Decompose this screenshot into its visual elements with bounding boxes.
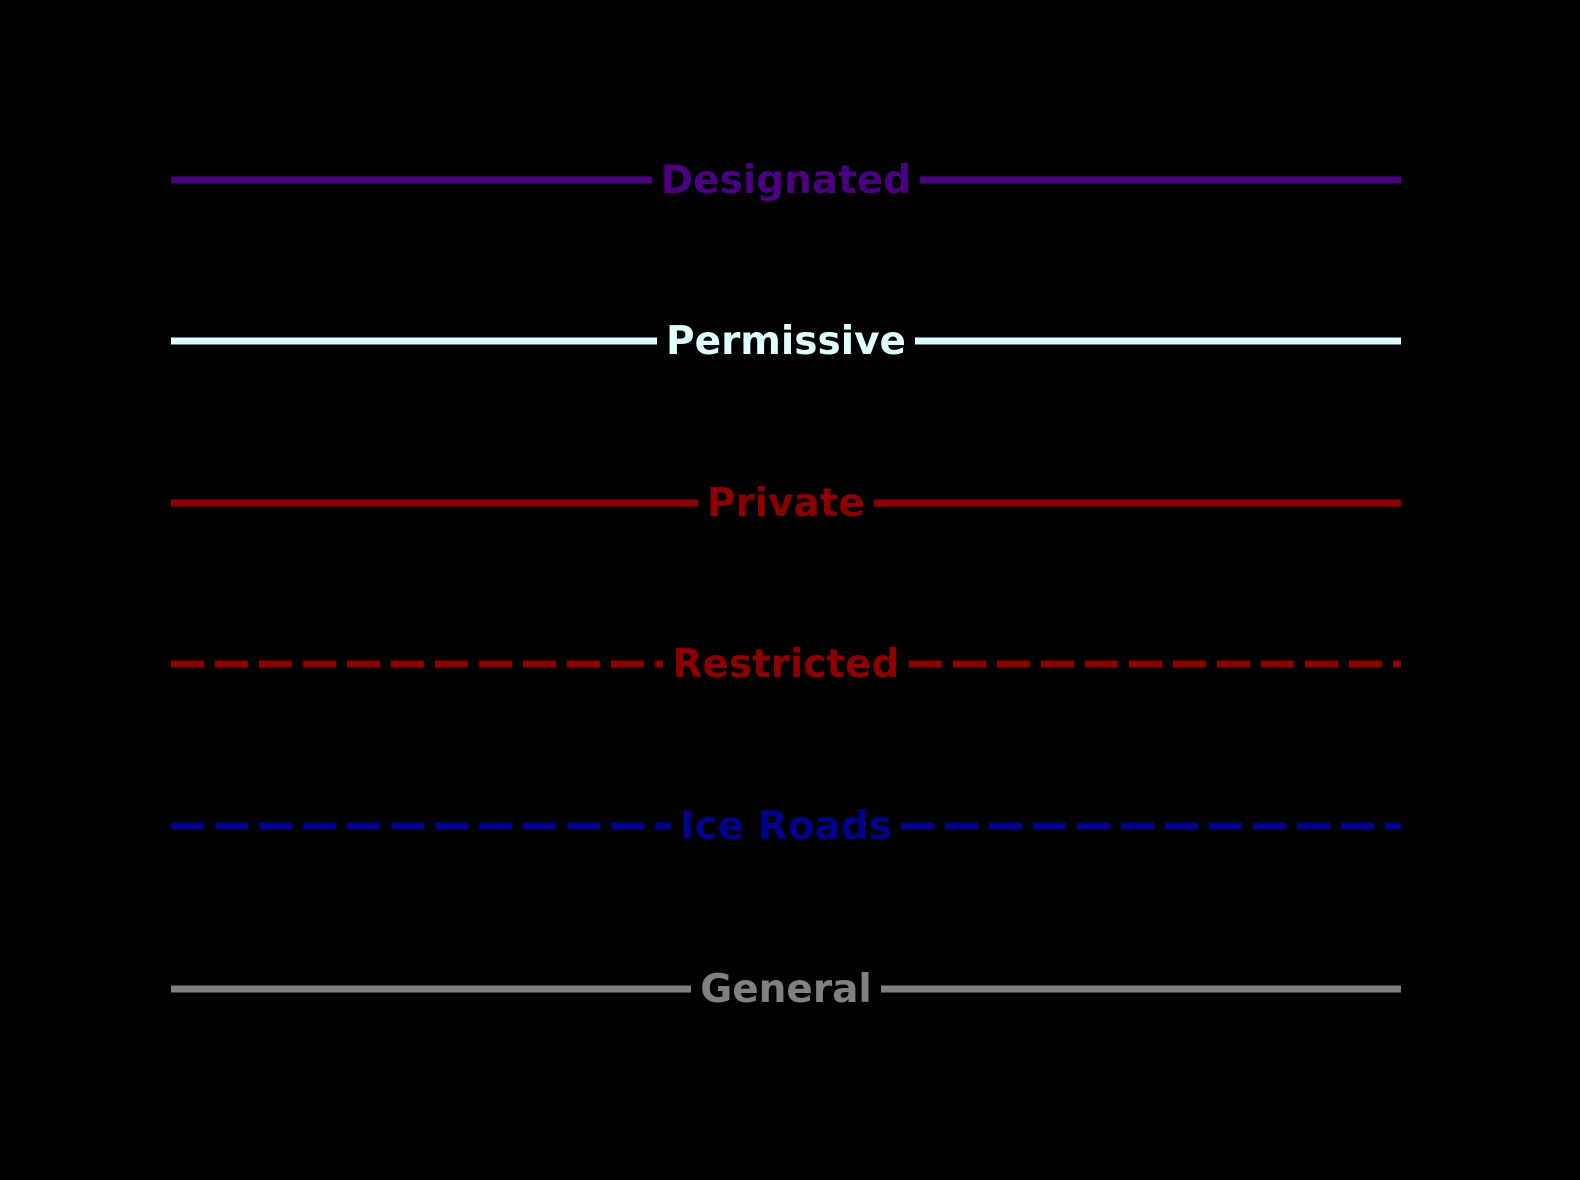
legend-label-general: General xyxy=(700,966,872,1012)
legend-label-ice-roads: Ice Roads xyxy=(680,803,892,849)
legend-row-restricted: Restricted xyxy=(171,634,1401,694)
legend-row-general: General xyxy=(171,959,1401,1019)
legend-row-designated: Designated xyxy=(171,150,1401,210)
legend-row-ice-roads: Ice Roads xyxy=(171,796,1401,856)
legend-label-restricted: Restricted xyxy=(672,641,900,687)
legend-label-designated: Designated xyxy=(660,157,912,203)
legend-label-private: Private xyxy=(706,480,866,526)
legend-row-permissive: Permissive xyxy=(171,311,1401,371)
legend-label-permissive: Permissive xyxy=(666,318,906,364)
legend-row-private: Private xyxy=(171,473,1401,533)
